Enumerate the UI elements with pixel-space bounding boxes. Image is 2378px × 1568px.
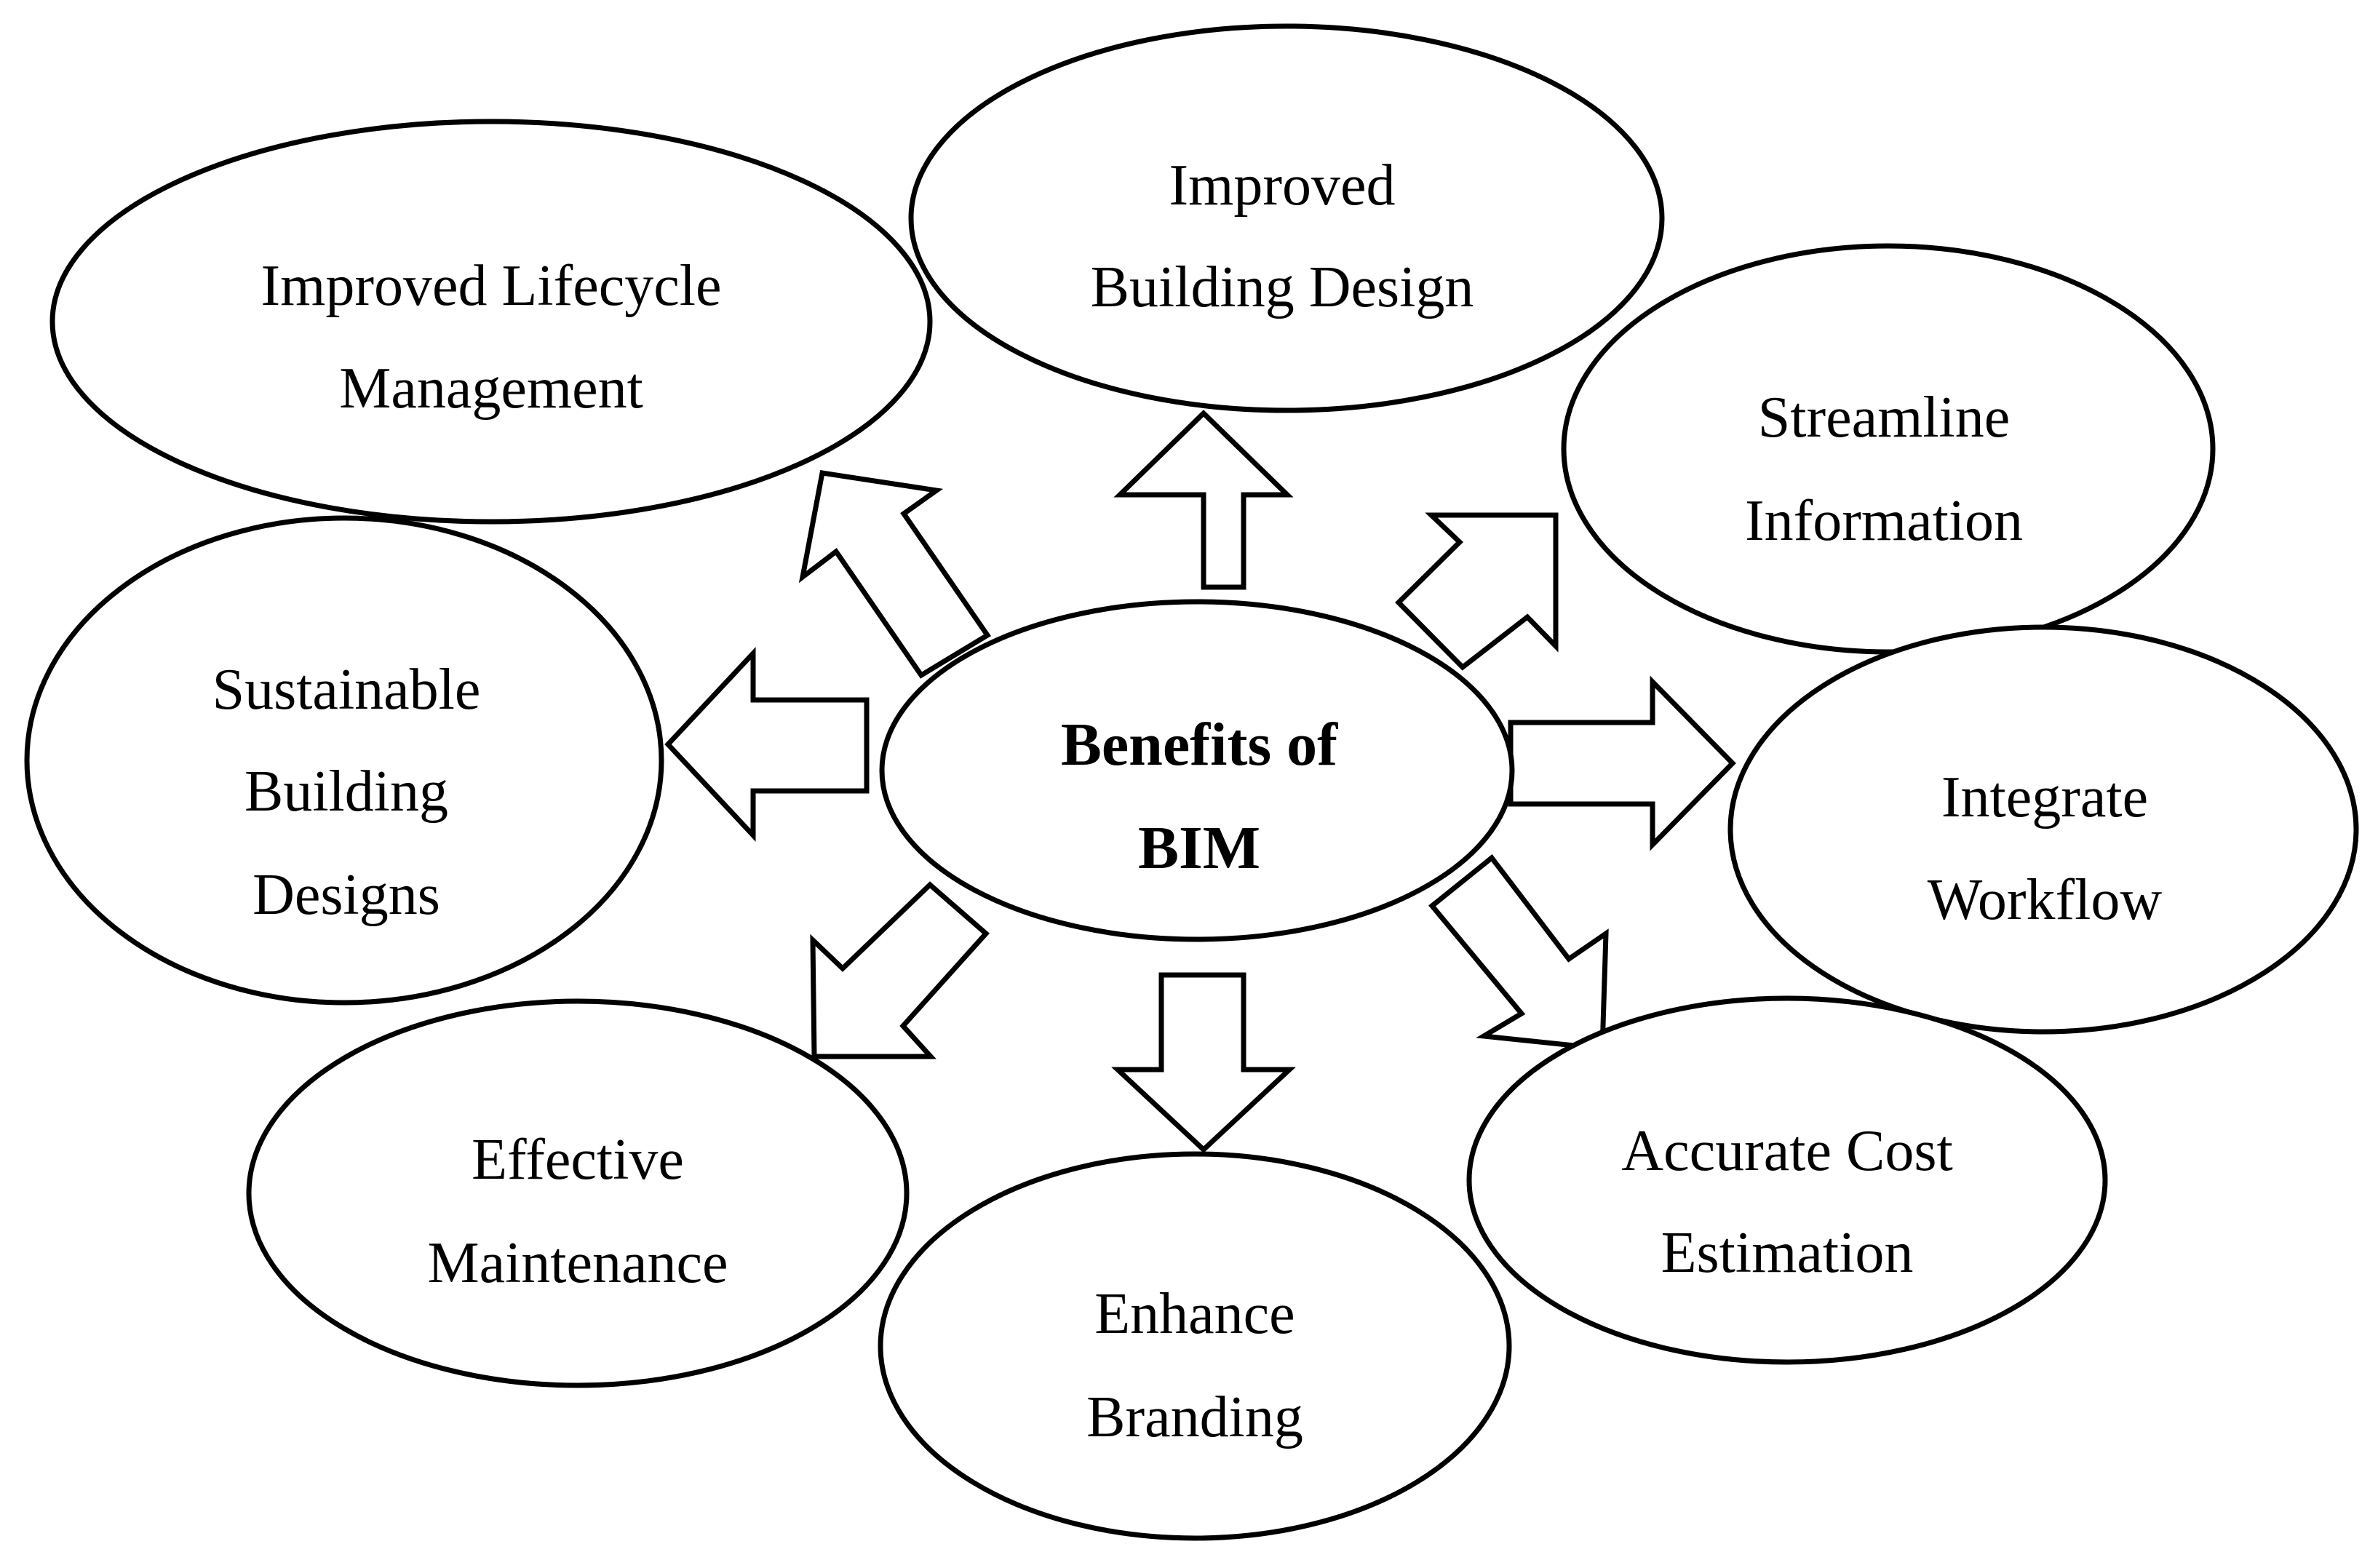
label-building-design: Building Design [1091, 255, 1474, 319]
bubble-sustainable-building-designs: Sustainable Building Designs [24, 515, 664, 1006]
label-building: Building [244, 760, 448, 824]
bubble-center-benefits-of-bim: Benefits of BIM [879, 599, 1515, 942]
bubble-integrate-workflow: Integrate Workflow [1727, 624, 2359, 1035]
label-enhance: Enhance [1094, 1282, 1295, 1346]
label-streamline: Streamline [1758, 386, 2011, 450]
bubble-effective-maintenance: Effective Maintenance [246, 998, 910, 1388]
label-designs: Designs [252, 863, 440, 927]
bubble-improved-lifecycle-management: Improved Lifecycle Management [49, 119, 933, 525]
bubble-streamline-information: Streamline Information [1561, 243, 2216, 655]
arrow-right-icon [1508, 675, 1736, 851]
bubble-enhance-branding: Enhance Branding [878, 1151, 1512, 1541]
label-improved: Improved [1169, 154, 1395, 218]
label-management: Management [339, 357, 643, 421]
arrow-down-left-icon [810, 881, 990, 1059]
label-workflow: Workflow [1928, 868, 2163, 932]
label-effective: Effective [472, 1128, 684, 1192]
label-estimation: Estimation [1661, 1221, 1914, 1285]
arrow-down-icon [1111, 972, 1296, 1153]
label-maintenance: Maintenance [427, 1231, 728, 1295]
label-information: Information [1745, 489, 2023, 553]
bubble-improved-building-design: Improved Building Design [908, 23, 1665, 413]
label-sustainable: Sustainable [212, 658, 481, 722]
center-title-line1: Benefits of [1061, 711, 1338, 779]
label-accurate-cost: Accurate Cost [1621, 1119, 1952, 1183]
arrow-down-right-icon [1428, 854, 1609, 1051]
label-improved-lifecycle: Improved Lifecycle [261, 254, 721, 318]
label-branding: Branding [1086, 1385, 1303, 1449]
bubble-accurate-cost-estimation: Accurate Cost Estimation [1466, 995, 2108, 1365]
arrow-up-left-icon [798, 470, 991, 679]
arrow-up-icon [1113, 410, 1294, 590]
label-integrate: Integrate [1941, 765, 2148, 829]
center-title-line2: BIM [1138, 814, 1260, 882]
arrow-left-icon [664, 647, 870, 842]
arrow-up-right-icon [1395, 512, 1559, 671]
